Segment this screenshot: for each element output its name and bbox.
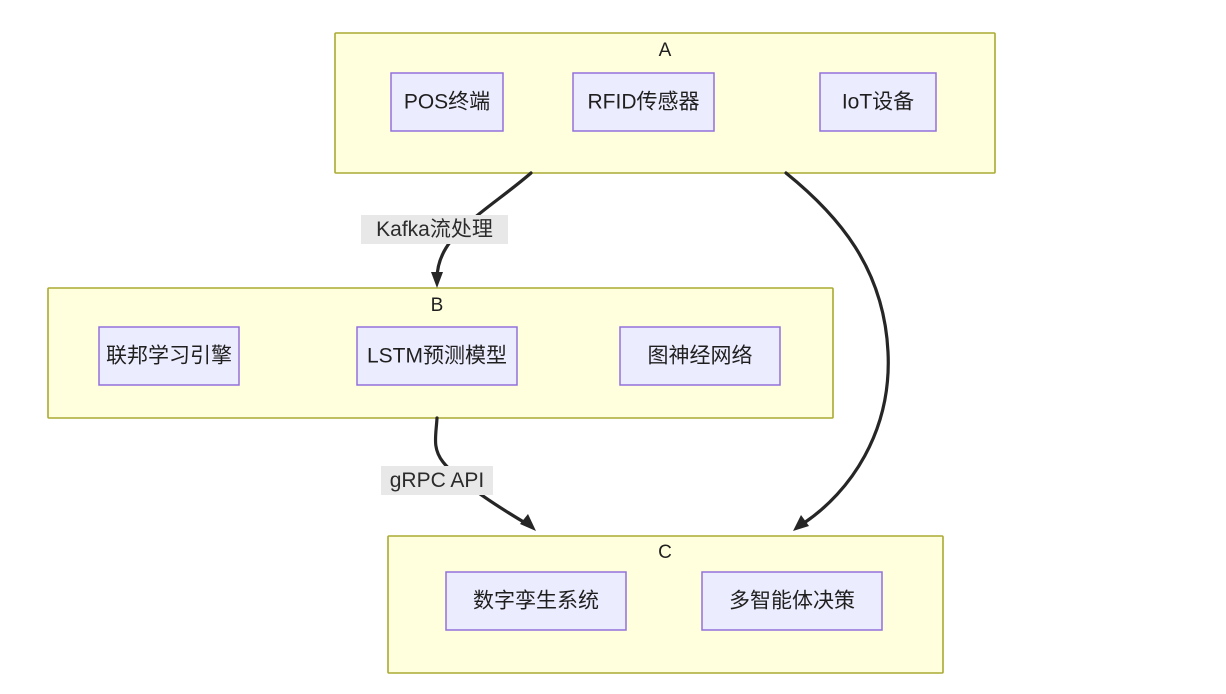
node-federated[interactable]: 联邦学习引擎 bbox=[98, 326, 240, 386]
edge-rfid-to-b-path bbox=[435, 171, 533, 281]
node-twin-label: 数字孪生系统 bbox=[473, 590, 599, 613]
node-iot-label: IoT设备 bbox=[842, 91, 914, 114]
node-lstm[interactable]: LSTM预测模型 bbox=[356, 326, 518, 386]
node-gnn-label: 图神经网络 bbox=[648, 345, 753, 368]
node-iot-rect bbox=[819, 72, 937, 132]
edge-lstm-to-c-arrowhead bbox=[520, 514, 536, 531]
edge-label-kafka-bg bbox=[361, 215, 508, 244]
cluster-c-label: C bbox=[658, 542, 672, 563]
node-agents-rect bbox=[701, 571, 883, 631]
edge-label-grpc-bg bbox=[381, 466, 493, 495]
edge-label-grpc-text: gRPC API bbox=[390, 469, 485, 492]
cluster-c[interactable]: C 数字孪生系统 多智能体决策 bbox=[387, 535, 944, 674]
node-rfid[interactable]: RFID传感器 bbox=[572, 72, 715, 132]
node-twin[interactable]: 数字孪生系统 bbox=[445, 571, 627, 631]
node-gnn-rect bbox=[619, 326, 781, 386]
node-federated-rect bbox=[98, 326, 240, 386]
cluster-b[interactable]: B 联邦学习引擎 LSTM预测模型 图神经网络 bbox=[47, 287, 834, 419]
cluster-c-rect bbox=[387, 535, 944, 674]
cluster-a[interactable]: A POS终端 RFID传感器 IoT设备 bbox=[334, 32, 996, 174]
node-lstm-label: LSTM预测模型 bbox=[367, 345, 507, 368]
node-pos-rect bbox=[390, 72, 504, 132]
edge-lstm-to-c-path bbox=[433, 416, 529, 526]
node-gnn[interactable]: 图神经网络 bbox=[619, 326, 781, 386]
edge-label-grpc: gRPC API bbox=[381, 466, 493, 495]
node-agents-label: 多智能体决策 bbox=[729, 590, 855, 613]
node-federated-label: 联邦学习引擎 bbox=[106, 345, 232, 368]
edge-lstm-to-c bbox=[433, 416, 536, 531]
node-twin-rect bbox=[445, 571, 627, 631]
node-agents[interactable]: 多智能体决策 bbox=[701, 571, 883, 631]
edge-rfid-to-b bbox=[431, 171, 533, 288]
cluster-a-label: A bbox=[659, 40, 672, 61]
node-rfid-rect bbox=[572, 72, 715, 132]
node-pos[interactable]: POS终端 bbox=[390, 72, 504, 132]
edge-iot-to-c-arrowhead bbox=[793, 515, 809, 531]
node-iot[interactable]: IoT设备 bbox=[819, 72, 937, 132]
edge-label-kafka-text: Kafka流处理 bbox=[376, 218, 493, 241]
node-rfid-label: RFID传感器 bbox=[588, 91, 700, 114]
edge-rfid-to-b-arrowhead bbox=[431, 272, 443, 288]
edge-iot-to-c-path bbox=[784, 171, 890, 525]
node-pos-label: POS终端 bbox=[404, 91, 490, 114]
cluster-b-label: B bbox=[431, 295, 444, 316]
node-lstm-rect bbox=[356, 326, 518, 386]
edge-iot-to-c bbox=[784, 171, 890, 531]
edge-label-kafka: Kafka流处理 bbox=[361, 215, 508, 244]
